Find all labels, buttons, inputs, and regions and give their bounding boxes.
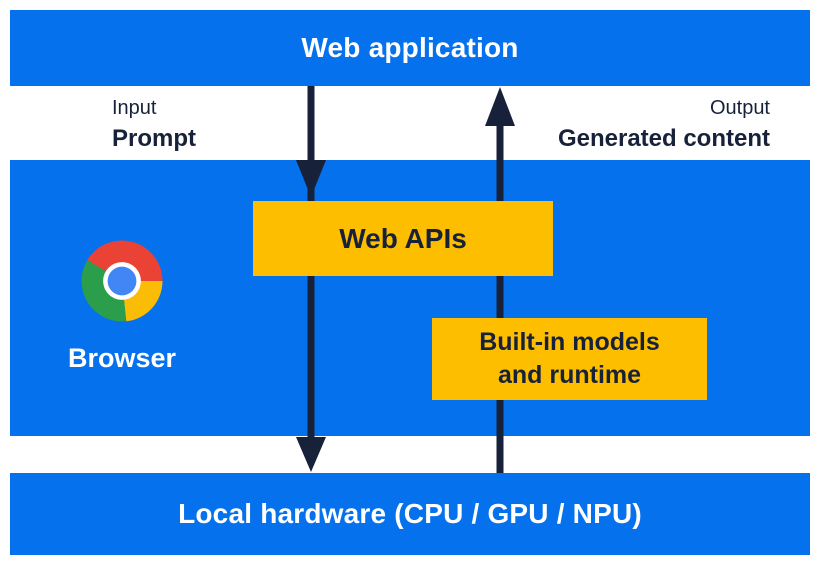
local-hardware-bar: Local hardware (CPU / GPU / NPU) bbox=[10, 473, 810, 555]
up-arrow-head bbox=[485, 87, 515, 126]
chrome-icon-blue-core bbox=[107, 266, 137, 296]
web-application-bar: Web application bbox=[10, 10, 810, 86]
generated-content-label: Generated content bbox=[557, 125, 770, 152]
local-hardware-label: Local hardware (CPU / GPU / NPU) bbox=[178, 498, 642, 529]
chrome-icon-green-segment bbox=[81, 260, 127, 322]
down-arrow-end-head bbox=[296, 437, 326, 472]
output-label-group: Output Generated content bbox=[558, 96, 770, 154]
web-apis-box: Web APIs bbox=[253, 201, 553, 276]
chrome-icon bbox=[81, 240, 163, 322]
builtin-models-label-line2: and runtime bbox=[497, 361, 642, 389]
web-apis-label: Web APIs bbox=[339, 222, 467, 254]
builtin-models-label-line1: Built-in models bbox=[479, 328, 660, 356]
prompt-label: Prompt bbox=[112, 125, 196, 152]
builtin-models-box: Built-in models and runtime bbox=[432, 318, 707, 400]
browser-label: Browser bbox=[67, 343, 177, 373]
output-caption: Output bbox=[709, 97, 770, 119]
input-label-group: Input Prompt bbox=[112, 96, 196, 154]
input-caption: Input bbox=[112, 97, 157, 119]
web-application-label: Web application bbox=[301, 32, 519, 63]
